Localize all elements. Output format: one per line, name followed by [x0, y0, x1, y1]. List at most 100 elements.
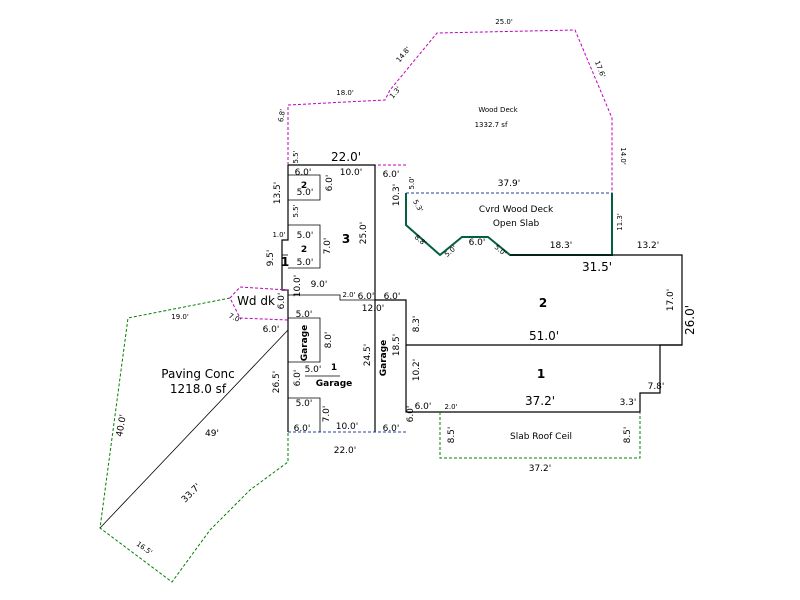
room-3-label: 3 — [342, 232, 350, 246]
dim-label: 8.0' — [324, 332, 334, 349]
cvrd-deck-sub: Open Slab — [493, 219, 540, 229]
dim-label: 6.0' — [383, 424, 400, 434]
dim-label: 2.0' — [342, 291, 355, 299]
dim-label: 18.3' — [550, 241, 573, 251]
dim-label: 25.0' — [359, 222, 369, 245]
paving-area: 1218.0 sf — [170, 382, 227, 396]
dim-label: 26.0' — [683, 305, 697, 335]
garage-vert-left: Garage — [300, 325, 310, 362]
dim-label: 13.2' — [637, 241, 660, 251]
dim-label: 2.0' — [444, 403, 457, 411]
dim-label: 7.8' — [648, 382, 665, 392]
dim-label: 17.0' — [666, 289, 676, 312]
floor-2-label: 2 — [539, 296, 547, 310]
wood-deck-area: 1332.7 sf — [475, 121, 508, 129]
dim-label: 5.0' — [297, 188, 314, 198]
dim-label: 10.3' — [392, 184, 402, 207]
dim-label: 19.0' — [171, 313, 189, 321]
dim-label: 22.0' — [334, 446, 357, 456]
floor-1-label: 1 — [537, 367, 545, 381]
dim-label: 5.5' — [292, 150, 300, 163]
garage-label: Garage — [316, 379, 353, 389]
dim-label: 5.0' — [443, 244, 458, 259]
dim-label: 8.8' — [413, 233, 428, 248]
dim-label: 6.0' — [325, 175, 335, 192]
dim-label: 6.0' — [293, 370, 303, 387]
dim-label: 7.0' — [227, 312, 242, 325]
dim-label: 6.0' — [263, 325, 280, 335]
paving-diagonal-49 — [99, 329, 289, 529]
dim-label: 37.9' — [498, 179, 521, 189]
dim-label: 6.0' — [406, 406, 416, 423]
dim-label: 7.0' — [323, 238, 333, 255]
dim-label: 1.3' — [388, 85, 403, 100]
dim-label: 37.2' — [529, 464, 552, 474]
dim-label: 33.7' — [180, 482, 203, 505]
dim-label: 17.6' — [593, 60, 607, 79]
cvrd-deck-label: Cvrd Wood Deck — [479, 205, 554, 215]
dim-label: 8.3' — [412, 316, 422, 333]
room-2-small-outline — [288, 174, 321, 201]
dim-label: 5.0' — [296, 310, 313, 320]
dim-label: 10.0' — [340, 168, 363, 178]
dim-label: 5.0' — [297, 231, 314, 241]
dim-label: 51.0' — [529, 329, 559, 343]
dim-label: 7.0' — [322, 406, 332, 423]
dim-label: 49' — [205, 429, 219, 439]
slab-roof-label: Slab Roof Ceil — [510, 432, 572, 442]
dim-label: 31.5' — [582, 260, 612, 274]
paving-outline — [99, 297, 289, 583]
dim-label: 14.8' — [395, 45, 412, 64]
dim-label: 5.0' — [305, 365, 322, 375]
dim-label: 11.3' — [616, 213, 624, 231]
room-1-small-label: 1 — [281, 255, 289, 269]
dim-label: 6.0' — [295, 168, 312, 178]
dim-label: 18.5' — [392, 334, 402, 357]
dim-label: 5.0' — [297, 258, 314, 268]
room-2-mid-outline — [288, 224, 321, 269]
dim-label: 10.0' — [293, 275, 303, 298]
dim-label: 1.0' — [272, 231, 285, 239]
dim-label: 9.5' — [266, 250, 276, 267]
dim-label: 5.3' — [411, 198, 424, 213]
dim-label: 18.0' — [336, 89, 354, 97]
dim-label: 37.2' — [525, 394, 555, 408]
dim-label: 6.0' — [358, 292, 375, 302]
dim-label: 5.0' — [296, 399, 313, 409]
dim-label: 6.0' — [384, 292, 401, 302]
dim-label: 6.0' — [383, 170, 400, 180]
dim-label: 26.5' — [272, 371, 282, 394]
paving-label: Paving Conc — [161, 367, 234, 381]
room-3-bottom-step — [288, 294, 375, 301]
dim-label: 9.0' — [311, 280, 328, 290]
dim-label: 10.2' — [412, 359, 422, 382]
dim-label: 8.5' — [623, 427, 633, 444]
garage-inner-left — [288, 317, 321, 363]
room-2a-label: 2 — [301, 181, 307, 191]
room-2b-label: 2 — [301, 245, 307, 255]
dim-label: 14.0' — [619, 147, 627, 165]
dim-label: 6.0' — [277, 293, 287, 310]
dim-label: 6.8' — [277, 108, 287, 122]
room-1-garage-label: 1 — [331, 363, 337, 373]
dim-label: 16.5' — [135, 540, 154, 557]
dim-label: 22.0' — [331, 150, 361, 164]
dim-label: 3.3' — [620, 398, 637, 408]
dim-label: 5.0' — [408, 176, 416, 189]
house-wall-left-upper — [281, 165, 289, 432]
dim-label: 8.5' — [447, 427, 457, 444]
wd-dk-label: Wd dk — [237, 294, 275, 308]
dim-label: 6.0' — [294, 424, 311, 434]
dim-label: 13.5' — [273, 182, 283, 205]
garage-inner-lower — [288, 397, 321, 432]
wood-deck-outline — [287, 29, 613, 193]
dim-label: 24.5' — [363, 344, 373, 367]
slab-roof-outline — [439, 412, 641, 459]
dim-label: 12.0' — [362, 304, 385, 314]
dim-label: 40.0' — [115, 414, 129, 438]
house-wall-main — [375, 254, 683, 413]
dim-label: 5.5' — [292, 204, 300, 217]
dim-label: 6.0' — [469, 238, 486, 248]
dim-label: 6.0' — [415, 402, 432, 412]
